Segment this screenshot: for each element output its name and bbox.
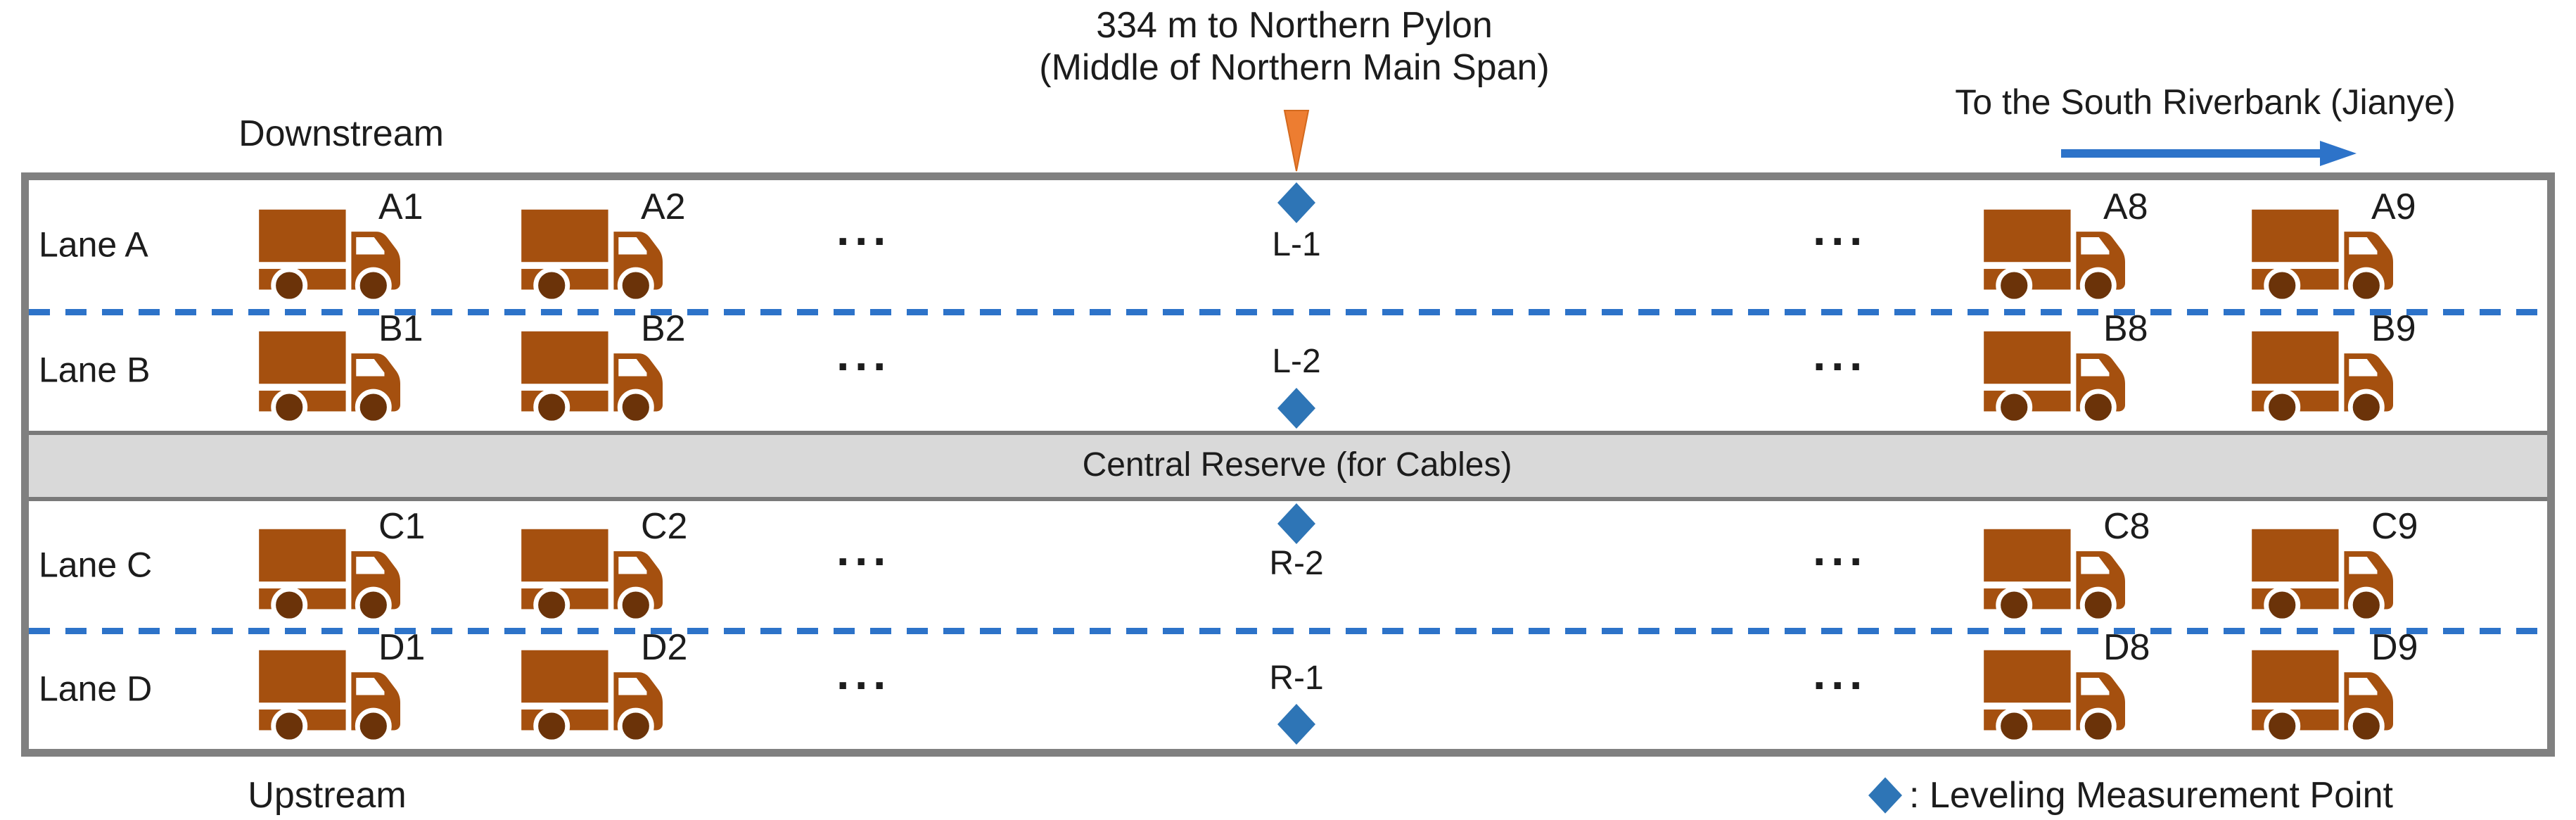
pylon-note-line1: 334 m to Northern Pylon [1096, 5, 1493, 46]
lane-A-ellipsis-left: ··· [836, 214, 891, 267]
diamond-icon-R-2 [1277, 503, 1315, 544]
south-riverbank-label: To the South Riverbank (Jianye) [1955, 82, 2456, 122]
upstream-label: Upstream [248, 775, 407, 816]
truck-D9: D9 [2252, 629, 2418, 745]
pylon-note-line2: (Middle of Northern Main Span) [1039, 47, 1550, 88]
truck-label: B8 [2103, 308, 2148, 349]
truck-label: C1 [378, 506, 426, 547]
truck-C2: C2 [521, 508, 687, 624]
pylon-distance-note: 334 m to Northern Pylon (Middle of North… [907, 4, 1681, 89]
lane-D-ellipsis-left: ··· [836, 658, 891, 711]
lane-B: Lane B B1 B2 ··· ··· B8 B9 [29, 310, 2547, 431]
down-wedge-icon [1283, 110, 1310, 172]
central-reserve-label: Central Reserve (for Cables) [1082, 446, 1512, 484]
truck-label: D8 [2103, 627, 2150, 668]
truck-C9: C9 [2252, 508, 2418, 624]
lane-A-label: Lane A [39, 225, 148, 265]
truck-label: D2 [641, 627, 688, 668]
truck-A1: A1 [259, 189, 423, 305]
lane-C-ellipsis-left: ··· [836, 534, 891, 587]
truck-A9: A9 [2252, 189, 2416, 305]
truck-label: A8 [2103, 187, 2148, 227]
truck-A2: A2 [521, 189, 686, 305]
measurement-point-label-L-1: L-1 [1272, 226, 1321, 263]
lane-B-label: Lane B [39, 350, 151, 390]
downstream-label: Downstream [238, 113, 444, 154]
lane-C-ellipsis-right: ··· [1813, 534, 1868, 587]
truck-B1: B1 [259, 310, 423, 427]
lane-B-ellipsis-left: ··· [836, 339, 891, 392]
diamond-icon-R-1 [1277, 704, 1315, 745]
diamond-icon [1868, 775, 1902, 816]
legend-label: : Leveling Measurement Point [1909, 775, 2393, 816]
truck-label: B2 [641, 308, 686, 349]
measurement-point-label-L-2: L-2 [1272, 343, 1321, 380]
truck-D1: D1 [259, 629, 425, 745]
lane-A: Lane A A1 A2 ··· ··· A8 A9 [29, 180, 2547, 312]
truck-C1: C1 [259, 508, 425, 624]
truck-B8: B8 [1984, 310, 2148, 427]
truck-C8: C8 [1984, 508, 2150, 624]
legend: : Leveling Measurement Point [1868, 774, 2393, 816]
truck-B9: B9 [2252, 310, 2416, 427]
truck-label: B9 [2371, 308, 2416, 349]
truck-A8: A8 [1984, 189, 2148, 305]
truck-label: B1 [378, 308, 423, 349]
central-reserve: Central Reserve (for Cables) [29, 431, 2547, 501]
truck-D2: D2 [521, 629, 687, 745]
lane-D: Lane D D1 D2 ··· ··· D8 D9 [29, 629, 2547, 749]
truck-D8: D8 [1984, 629, 2150, 745]
lane-B-ellipsis-right: ··· [1813, 339, 1868, 392]
truck-B2: B2 [521, 310, 686, 427]
bridge-deck: Lane A A1 A2 ··· ··· A8 A9 Lane B [21, 172, 2555, 757]
truck-label: C9 [2371, 506, 2418, 547]
lane-D-ellipsis-right: ··· [1813, 658, 1868, 711]
measurement-point-label-R-1: R-1 [1269, 660, 1324, 697]
lane-A-ellipsis-right: ··· [1813, 214, 1868, 267]
lane-C-label: Lane C [39, 545, 153, 585]
diamond-icon-L-2 [1277, 388, 1315, 429]
right-arrow-icon [2061, 141, 2357, 166]
lane-divider-C-D [29, 628, 2547, 634]
truck-label: C8 [2103, 506, 2150, 547]
diamond-icon-L-1 [1277, 182, 1315, 223]
lane-divider-A-B [29, 309, 2547, 315]
truck-label: A1 [378, 187, 423, 227]
truck-label: A9 [2371, 187, 2416, 227]
truck-label: C2 [641, 506, 688, 547]
measurement-point-label-R-2: R-2 [1269, 545, 1324, 582]
truck-label: A2 [641, 187, 686, 227]
truck-label: D1 [378, 627, 426, 668]
lane-C: Lane C C1 C2 ··· ··· C8 C9 [29, 501, 2547, 631]
lane-D-label: Lane D [39, 669, 153, 709]
truck-label: D9 [2371, 627, 2418, 668]
